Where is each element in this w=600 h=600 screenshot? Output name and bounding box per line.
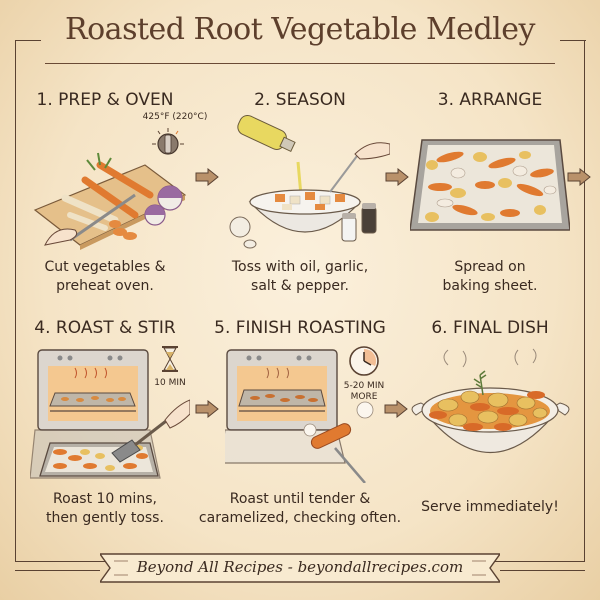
step-3: 3. ARRANGE (395, 90, 585, 110)
arrow-right-icon (195, 168, 219, 186)
note-line: MORE (350, 392, 378, 402)
description-line: Toss with oil, garlic, (231, 259, 369, 275)
description-line: Cut vegetables & (44, 259, 166, 275)
step-title: 1. PREP & OVEN (36, 90, 174, 110)
arrow-right-icon (195, 400, 219, 418)
page-title: Roasted Root Vegetable Medley (65, 12, 535, 47)
step-1: 1. PREP & OVEN (10, 90, 200, 110)
description-line: Spread on (454, 259, 526, 275)
step-title: 3. ARRANGE (437, 90, 543, 110)
description-line: Roast until tender & (229, 491, 371, 507)
step-6: 6. FINAL DISH (395, 318, 585, 338)
step-2-description: Toss with oil, garlic, salt & pepper. (205, 258, 395, 296)
clock-icon (349, 346, 379, 376)
serving-bowl-illustration (411, 348, 570, 454)
arrow-right-icon (385, 168, 409, 186)
oven-fork-illustration (225, 349, 374, 483)
step-6-description: Serve immediately! (395, 498, 585, 517)
step-5: 5. FINISH ROASTING (205, 318, 395, 338)
oven-stir-illustration (30, 349, 190, 479)
step-title: 6. FINAL DISH (431, 318, 549, 338)
step-title: 5. FINISH ROASTING (214, 318, 386, 338)
note-line: 5-20 MIN (343, 381, 385, 391)
description-line: salt & pepper. (251, 278, 349, 294)
step-title: 4. ROAST & STIR (34, 318, 176, 338)
mixing-bowl-illustration (229, 114, 390, 249)
description-line: preheat oven. (56, 278, 154, 294)
description-line: caramelized, checking often. (198, 510, 402, 526)
baking-sheet-illustration (410, 139, 570, 231)
step-2: 2. SEASON (205, 90, 395, 110)
cutting-board-illustration (33, 152, 187, 250)
step-1-description: Cut vegetables & preheat oven. (10, 258, 200, 296)
step-3-description: Spread on baking sheet. (395, 258, 585, 296)
step-4-description: Roast 10 mins, then gently toss. (10, 490, 200, 528)
footer-ribbon (100, 553, 500, 583)
step-5-description: Roast until tender & caramelized, checki… (195, 490, 405, 528)
description-line: Roast 10 mins, (53, 491, 157, 507)
oven-dial-icon (152, 128, 184, 155)
arrow-right-icon (384, 400, 408, 418)
frame-top-right (560, 40, 586, 41)
arrow-right-icon (567, 168, 591, 186)
finish-time-note: 5-20 MIN MORE (342, 381, 386, 403)
title-underline (45, 63, 555, 64)
step-title: 2. SEASON (254, 90, 346, 110)
hourglass-icon (162, 346, 178, 372)
roast-time-note: 10 MIN (154, 378, 186, 388)
step-4: 4. ROAST & STIR (10, 318, 200, 338)
footer-line-left (15, 570, 100, 571)
oven-temp-note: 425°F (220°C) (142, 112, 208, 122)
frame-top-left (15, 40, 41, 41)
footer-line-right (500, 570, 585, 571)
description-line: Serve immediately! (421, 499, 559, 515)
description-line: then gently toss. (46, 510, 164, 526)
description-line: baking sheet. (442, 278, 538, 294)
